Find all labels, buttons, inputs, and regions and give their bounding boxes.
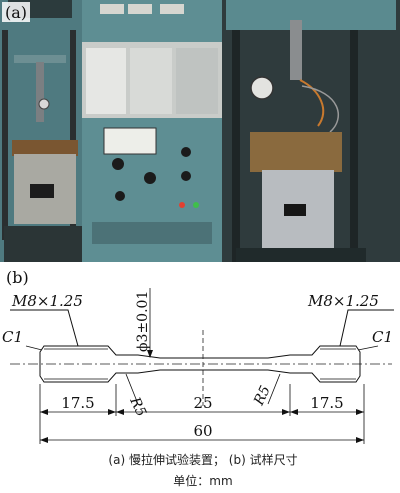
photo-label: (a) — [5, 3, 27, 22]
radius-label-left: R5 — [126, 394, 149, 419]
left-test-machine — [0, 0, 82, 262]
arrow-r1-d — [282, 409, 290, 415]
arrow-r1-b — [108, 409, 116, 415]
drawing-label: (b) — [6, 268, 29, 287]
thread-label-right: M8×1.25 — [307, 292, 379, 310]
chamfer-leader-left — [25, 345, 43, 351]
diameter-arrow — [147, 350, 153, 358]
arrow-r1-c — [116, 409, 124, 415]
chamfer-label-right: C1 — [372, 328, 393, 346]
caption-line-1: (a) 慢拉伸试验装置； (b) 试样尺寸 — [108, 452, 297, 467]
arrow-r2-a — [40, 437, 48, 443]
arrow-r1-f — [356, 409, 364, 415]
chamfer-leader-right — [357, 345, 379, 351]
dim-total: 60 — [193, 422, 212, 440]
chamfer-label-left: C1 — [2, 328, 23, 346]
specimen-drawing: (b) M8×1.25 M8×1.25 C1 C1 ϕ3±0.01 R5 R5 — [2, 268, 394, 444]
photo-label-box — [2, 2, 30, 22]
radius-label-right: R5 — [251, 383, 274, 408]
dim-left-grip: 17.5 — [61, 394, 94, 412]
photo-panel: (a) — [0, 0, 400, 262]
arrow-r2-b — [356, 437, 364, 443]
diameter-label: ϕ3±0.01 — [135, 291, 151, 352]
specimen-outline — [39, 345, 361, 383]
control-cabinet — [82, 0, 222, 262]
radius-leader-left — [125, 373, 139, 405]
caption-line-2: 单位：mm — [173, 473, 232, 488]
dim-gauge: 25 — [193, 394, 212, 412]
radius-leader-right — [267, 373, 281, 405]
arrow-r1-e — [290, 409, 298, 415]
arrow-r1-a — [40, 409, 48, 415]
thread-leader-right — [339, 309, 394, 347]
thread-leader-left — [10, 309, 79, 347]
right-test-machine — [222, 0, 400, 262]
thread-label-left: M8×1.25 — [11, 292, 83, 310]
dim-right-grip: 17.5 — [310, 394, 343, 412]
